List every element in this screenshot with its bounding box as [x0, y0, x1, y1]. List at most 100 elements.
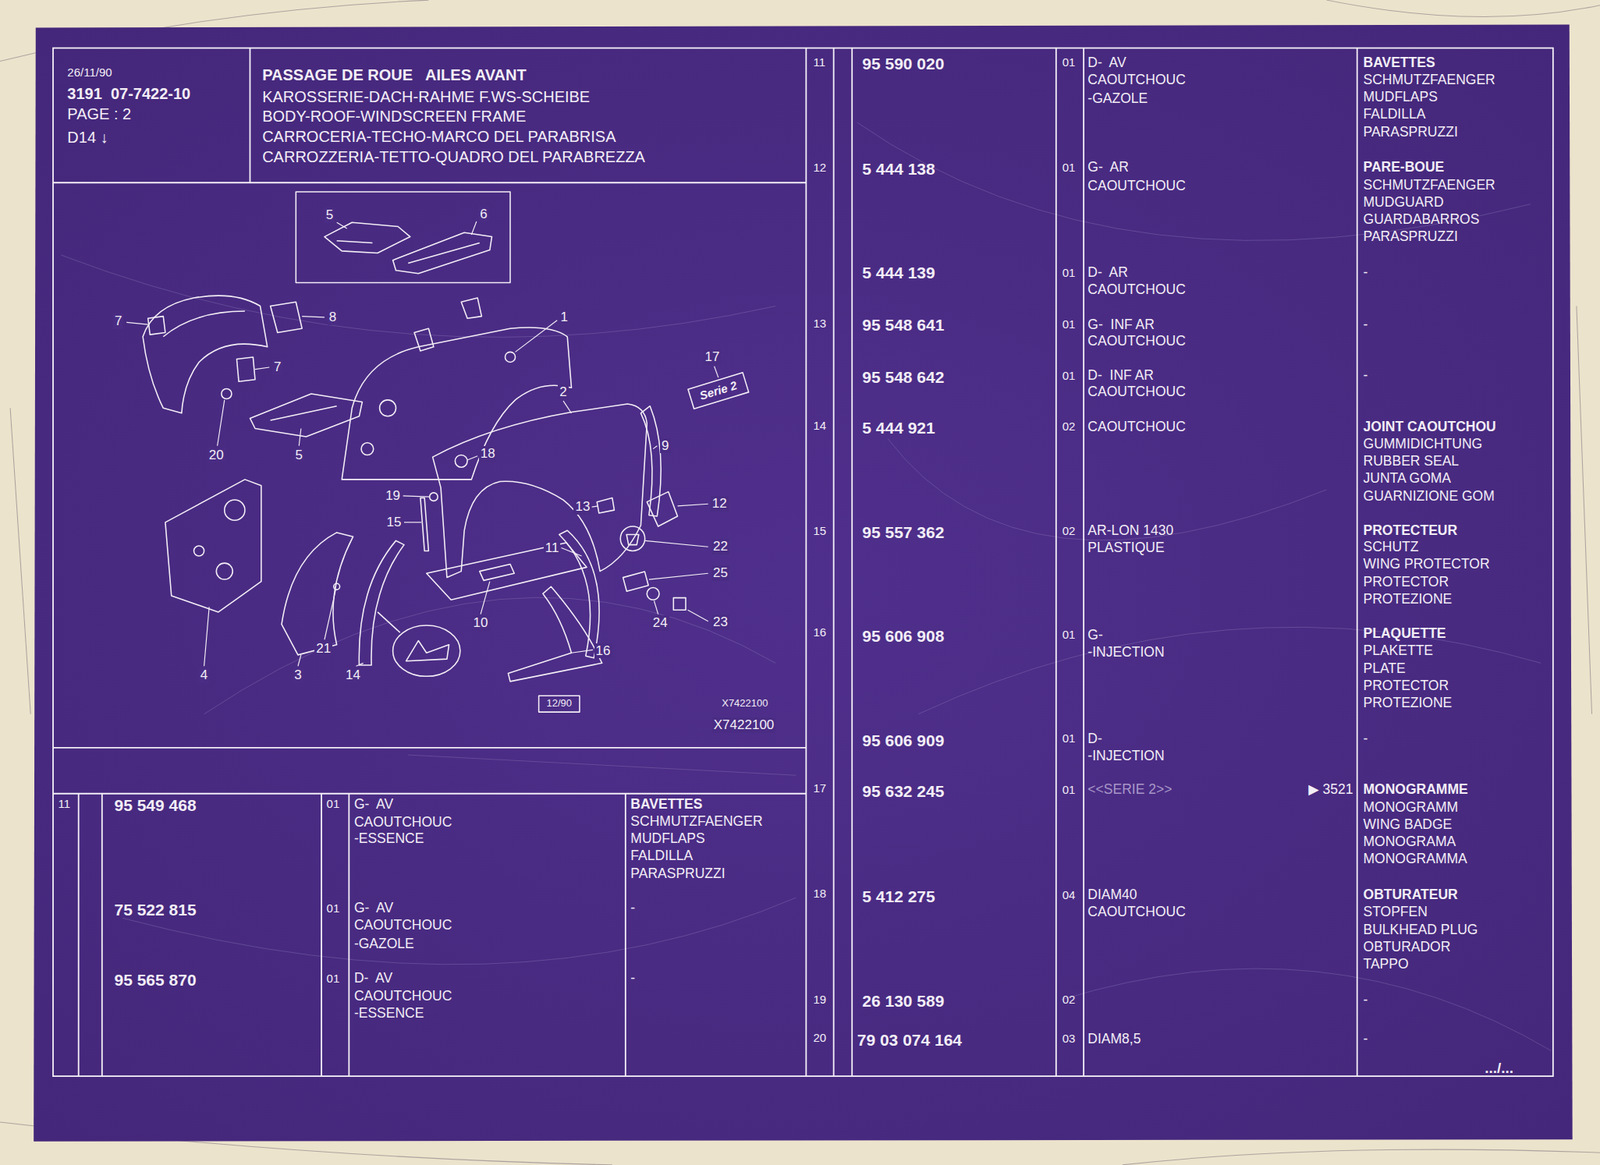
part-name-translation: MONOGRAMA [1363, 833, 1457, 850]
continuation-mark: .../... [1484, 1060, 1514, 1078]
part-name-translation: GUMMIDICHTUNG [1363, 436, 1483, 452]
exploded-view [142, 191, 749, 713]
callout-number: 5 [294, 447, 305, 464]
row-number: 18 [813, 886, 827, 901]
part-name-translation: - [630, 900, 636, 916]
part-description: DIAM8,5 [1087, 1031, 1141, 1047]
part-name: BAVETTES [630, 796, 703, 813]
row-number: 17 [813, 781, 827, 795]
quantity: 01 [1062, 266, 1076, 280]
part-description: G- AV [354, 796, 394, 813]
part-number: 95 548 642 [862, 368, 944, 387]
part-name-translation: MUDFLAPS [630, 830, 705, 847]
header-line: CARROCERIA-TECHO-MARCO DEL PARABRISA [262, 127, 616, 146]
part-description: D- AV [354, 970, 393, 987]
part-description: CAOUTCHOUC [1087, 281, 1185, 298]
part-description: PLASTIQUE [1087, 539, 1164, 556]
part-description: AR-LON 1430 [1087, 522, 1174, 539]
part-name-translation: - [1363, 367, 1369, 384]
row-number: 11 [58, 797, 71, 811]
quantity: 02 [1062, 524, 1076, 538]
callout-number: 2 [557, 384, 568, 401]
quantity: 04 [1062, 888, 1076, 902]
part-name-translation: FALDILLA [1363, 106, 1427, 122]
callout-number: 25 [711, 565, 730, 582]
quantity: 01 [326, 972, 341, 986]
part-name-translation: RUBBER SEAL [1363, 453, 1460, 469]
quantity: 01 [1062, 783, 1076, 797]
part-name-translation: PARASPRUZZI [1363, 228, 1459, 245]
part-description: CAOUTCHOUC [1087, 71, 1185, 88]
part-name-translation: FALDILLA [630, 847, 693, 864]
part-description: CAOUTCHOUC [354, 814, 452, 831]
row-number: 19 [813, 993, 827, 1007]
quantity: 01 [1062, 368, 1076, 383]
part-name-translation: PARASPRUZZI [630, 865, 725, 882]
part-number: 95 565 870 [114, 971, 197, 990]
part-number: 95 557 362 [862, 523, 944, 543]
callout-number: 22 [711, 539, 730, 555]
part-number: 5 444 138 [862, 159, 935, 179]
part-name-translation: BULKHEAD PLUG [1363, 922, 1479, 938]
film-panel [33, 24, 1573, 1143]
quantity: 02 [1062, 419, 1076, 433]
row-number: 20 [813, 1031, 827, 1045]
callout-number: 23 [711, 614, 730, 631]
callout-number: 7 [113, 313, 124, 330]
part-description: CAOUTCHOUC [1087, 177, 1185, 194]
part-name-translation: PARASPRUZZI [1363, 124, 1459, 140]
part-name-translation: PROTECTOR [1363, 574, 1450, 590]
part-name-translation: JUNTA GOMA [1363, 470, 1451, 487]
part-name: OBTURATEUR [1363, 886, 1459, 903]
part-name-translation: - [1363, 264, 1369, 281]
part-description: DIAM40 [1087, 886, 1137, 903]
film-reference: X7422100 [721, 698, 768, 710]
part-description: CAOUTCHOUC [1087, 904, 1185, 920]
part-description: -INJECTION [1087, 748, 1164, 764]
part-number: 95 606 908 [862, 627, 944, 646]
part-name: PARE-BOUE [1363, 159, 1445, 175]
header-line: PAGE : 2 [67, 105, 132, 124]
part-description: G- AR [1087, 159, 1129, 175]
table-grid [53, 48, 1554, 1078]
part-description: D- AV [1087, 54, 1126, 71]
part-description: G- INF AR [1087, 316, 1155, 333]
callout-number: 15 [384, 514, 403, 531]
part-number: 79 03 074 164 [857, 1031, 962, 1051]
part-number: 5 412 275 [862, 887, 935, 907]
callout-number: X7422100 [712, 717, 777, 734]
part-description: G- AV [354, 900, 394, 916]
quantity: 01 [1062, 317, 1076, 331]
part-description: CAOUTCHOUC [354, 988, 452, 1004]
part-name-translation: - [630, 970, 636, 987]
part-description: -GAZOLE [1087, 90, 1148, 107]
callout-number: 21 [314, 641, 333, 657]
part-number: 75 522 815 [114, 901, 197, 920]
callout-number: 16 [594, 643, 613, 660]
row-number: 14 [813, 418, 827, 433]
part-description: D- [1087, 730, 1102, 747]
film-reference: 12/90 [546, 698, 573, 710]
part-number: 95 549 468 [114, 796, 197, 816]
reference-marker: ▶ 3521 [1308, 781, 1353, 798]
part-description: D- INF AR [1087, 367, 1154, 384]
part-description: CAOUTCHOUC [1087, 333, 1185, 349]
callout-number: 4 [198, 667, 210, 684]
callout-number: 17 [703, 349, 722, 366]
part-description: CAOUTCHOUC [1087, 383, 1185, 400]
part-name-translation: MUDGUARD [1363, 194, 1444, 210]
part-description: -ESSENCE [354, 830, 424, 847]
leader-lines [126, 221, 719, 667]
part-name-translation: SCHMUTZFAENGER [1363, 71, 1496, 88]
part-description: -INJECTION [1087, 644, 1164, 660]
date: 26/11/90 [67, 65, 112, 79]
part-description: D- AR [1087, 264, 1129, 281]
part-name-translation: GUARNIZIONE GOM [1363, 488, 1495, 504]
callout-number: 3 [292, 667, 303, 684]
part-number: 95 548 641 [862, 315, 944, 335]
part-name-translation: - [1363, 1031, 1369, 1047]
part-name-translation: - [1363, 730, 1369, 747]
part-name: PROTECTEUR [1363, 522, 1459, 539]
part-name: JOINT CAOUTCHOU [1363, 418, 1497, 435]
